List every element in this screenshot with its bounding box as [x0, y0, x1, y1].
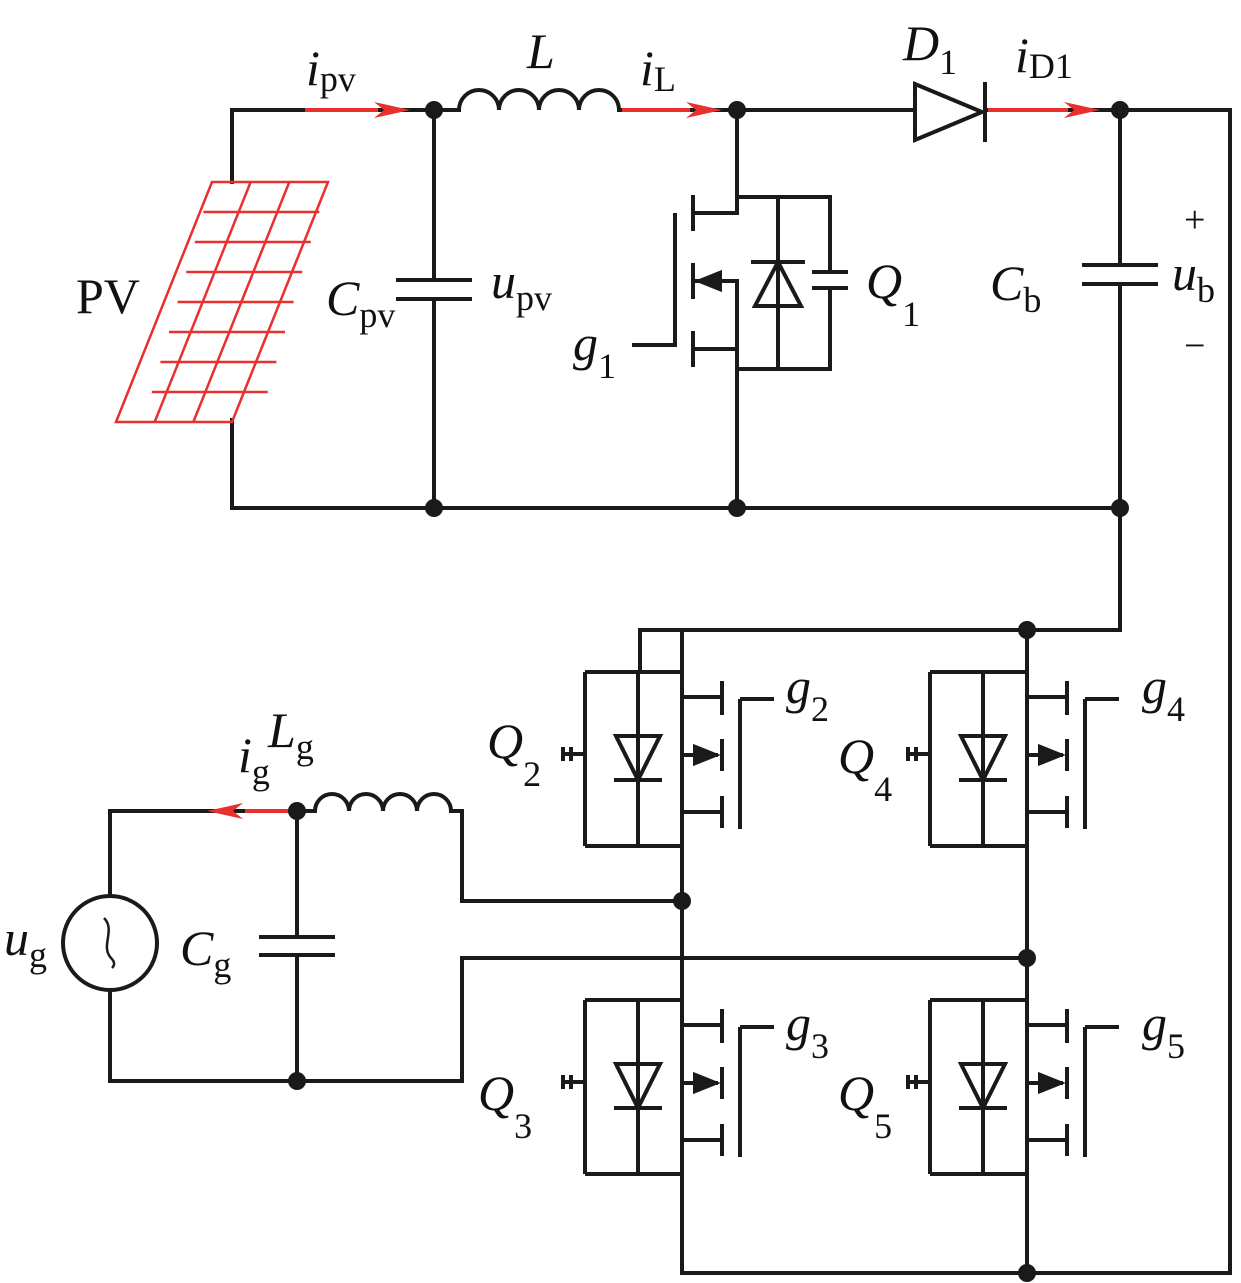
mosfet-Q3: [561, 998, 774, 1176]
junction-dot: [1018, 621, 1036, 639]
inductor-L: [457, 88, 621, 111]
D1-label: D1: [902, 15, 957, 82]
pv-label: PV: [76, 268, 140, 324]
inductor-Lg: [313, 792, 453, 812]
capacitor-Cb: [1082, 108, 1158, 632]
Q2-label: Q2: [487, 713, 541, 794]
capacitor-Cg: [259, 809, 335, 1083]
junction-dot: [288, 1072, 306, 1090]
g4-label: g4: [1142, 658, 1185, 729]
upv-label: upv: [491, 253, 552, 318]
capacitor-Cpv: [396, 108, 472, 510]
Q3-label: Q3: [478, 1065, 532, 1146]
iL-arrow: [622, 102, 722, 118]
iD1-label: iD1: [1015, 27, 1073, 86]
mosfet-Q2: [561, 670, 774, 848]
g1-label: g1: [573, 315, 616, 386]
mosfet-Q5: [906, 998, 1119, 1176]
mosfet-Q4: [906, 670, 1119, 848]
g2-label: g2: [786, 658, 829, 729]
junction-dot: [1018, 949, 1036, 967]
ig-label: ig: [238, 727, 270, 792]
junction-dot: [1018, 1264, 1036, 1282]
ig-arrow: [207, 803, 290, 819]
junction-dot: [728, 499, 746, 517]
junction-dot: [728, 101, 746, 119]
junction-dot: [425, 499, 443, 517]
L-label: L: [526, 23, 555, 79]
junction-dot: [288, 802, 306, 820]
grid-filter: [61, 792, 464, 1083]
ac-source-icon: [61, 894, 159, 992]
inverter-bridge: [460, 628, 1232, 1275]
pv-panel-icon: [114, 180, 330, 424]
diode-D1: [913, 80, 988, 144]
current-arrows: [207, 102, 1100, 819]
junction-dot: [1111, 499, 1129, 517]
Lg-label: Lg: [267, 702, 314, 767]
ub-minus: −: [1184, 325, 1205, 367]
ipv-arrow: [305, 102, 410, 118]
junction-dot: [673, 892, 691, 910]
junction-dots: [288, 101, 1129, 1282]
iL-label: iL: [640, 40, 676, 99]
Cpv-label: Cpv: [326, 270, 395, 335]
labels: PV ipv L iL D1 iD1 Cpv upv g1 Q1 Cb + ub…: [4, 15, 1215, 1146]
boost-stage: [114, 80, 1232, 1275]
ub-label: ub: [1172, 245, 1215, 310]
ub-plus: +: [1184, 199, 1205, 241]
Q4-label: Q4: [838, 728, 892, 809]
g5-label: g5: [1142, 995, 1185, 1066]
Q1-label: Q1: [866, 253, 920, 334]
ipv-label: ipv: [306, 40, 356, 99]
ug-label: ug: [4, 910, 47, 975]
junction-dot: [425, 101, 443, 119]
junction-dot: [1111, 101, 1129, 119]
mosfet-Q1: [632, 108, 848, 510]
g3-label: g3: [786, 995, 829, 1066]
Q5-label: Q5: [838, 1065, 892, 1146]
iD1-arrow: [988, 102, 1100, 118]
Cb-label: Cb: [990, 255, 1041, 320]
Cg-label: Cg: [180, 920, 231, 985]
